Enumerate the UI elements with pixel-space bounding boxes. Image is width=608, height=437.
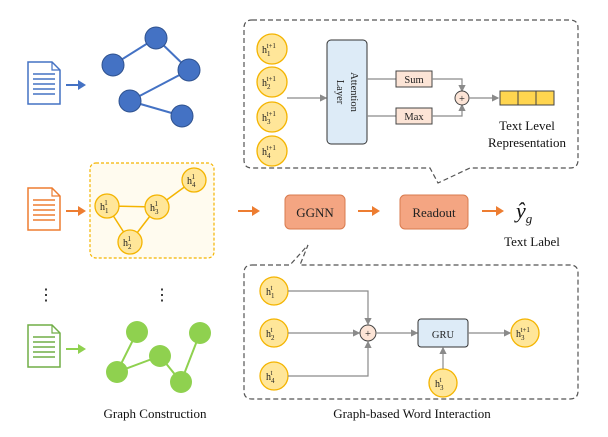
node-h3-t1: h3t+1 bbox=[262, 110, 276, 126]
gru-hidden-node bbox=[428, 368, 458, 398]
blue-graph bbox=[101, 26, 201, 128]
node-h2-1: h21 bbox=[123, 235, 132, 251]
text-label-caption: Text Label bbox=[504, 234, 560, 249]
node-h1-t1: h1t+1 bbox=[262, 42, 276, 58]
y-hat-symbol: ŷg bbox=[514, 198, 533, 226]
arrow-icon-pipeline-3 bbox=[482, 206, 504, 216]
text-representation-vector bbox=[499, 90, 555, 106]
svg-text:Attention: Attention bbox=[348, 72, 359, 112]
node-h4-t1: h4t+1 bbox=[262, 144, 276, 160]
readout-detail-panel bbox=[243, 19, 579, 184]
arrow-icon-blue bbox=[66, 80, 86, 90]
attention-layer-box bbox=[326, 39, 368, 145]
arrow-icon-orange bbox=[66, 206, 86, 216]
ggnn-box bbox=[284, 194, 346, 230]
attention-layer-label: Attention Layer bbox=[334, 72, 359, 112]
gru-label: GRU bbox=[432, 330, 455, 341]
node-h3-1: h31 bbox=[150, 200, 159, 216]
node-h2-t1: h2t+1 bbox=[262, 75, 276, 91]
node-h4-t: h4t bbox=[266, 369, 275, 385]
vdots-left: ⋮ bbox=[38, 287, 54, 304]
node-h1-1: h11 bbox=[100, 199, 109, 215]
connector-max-plus bbox=[432, 103, 466, 117]
top-hidden-nodes: h1t+1 h2t+1 h3t+1 h4t+1 bbox=[256, 33, 288, 167]
plus-label-bottom: + bbox=[365, 329, 371, 340]
graph-word-interaction-caption: Graph-based Word Interaction bbox=[333, 406, 491, 421]
arrow-icon-pipeline-1 bbox=[238, 206, 260, 216]
connector-h4-plus bbox=[288, 340, 372, 377]
readout-label: Readout bbox=[412, 205, 456, 220]
document-icon-green bbox=[27, 324, 61, 368]
green-graph bbox=[106, 321, 211, 393]
sum-label: Sum bbox=[404, 75, 423, 86]
arrow-icon-pipeline-2 bbox=[358, 206, 380, 216]
svg-text:Layer: Layer bbox=[334, 80, 345, 105]
vdots-middle: ⋮ bbox=[154, 287, 170, 304]
node-h4-1: h41 bbox=[187, 173, 196, 189]
text-level-label-1: Text Level bbox=[499, 118, 555, 133]
node-h3-t: h3t bbox=[435, 376, 444, 392]
output-node bbox=[510, 318, 540, 348]
ggnn-detail-panel bbox=[243, 244, 579, 400]
text-level-label-2: Representation bbox=[488, 135, 566, 150]
connector-h1-plus bbox=[288, 290, 372, 326]
arrow-icon-green bbox=[66, 344, 86, 354]
plus-label-top: + bbox=[459, 94, 465, 105]
document-icon-blue bbox=[27, 61, 61, 105]
middle-graph: h11 h31 h41 h21 bbox=[89, 162, 215, 259]
document-icon-orange bbox=[27, 187, 61, 231]
readout-box bbox=[399, 194, 469, 230]
graph-construction-caption: Graph Construction bbox=[104, 406, 207, 421]
node-h3-t1-out: h3t+1 bbox=[516, 326, 530, 342]
node-h2-t: h2t bbox=[266, 326, 275, 342]
node-h1-t: h1t bbox=[266, 284, 275, 300]
max-label: Max bbox=[404, 112, 424, 123]
bottom-hidden-nodes: h1t h2t h4t bbox=[259, 276, 289, 391]
ggnn-label: GGNN bbox=[296, 205, 334, 220]
connector-sum-plus bbox=[432, 78, 466, 93]
